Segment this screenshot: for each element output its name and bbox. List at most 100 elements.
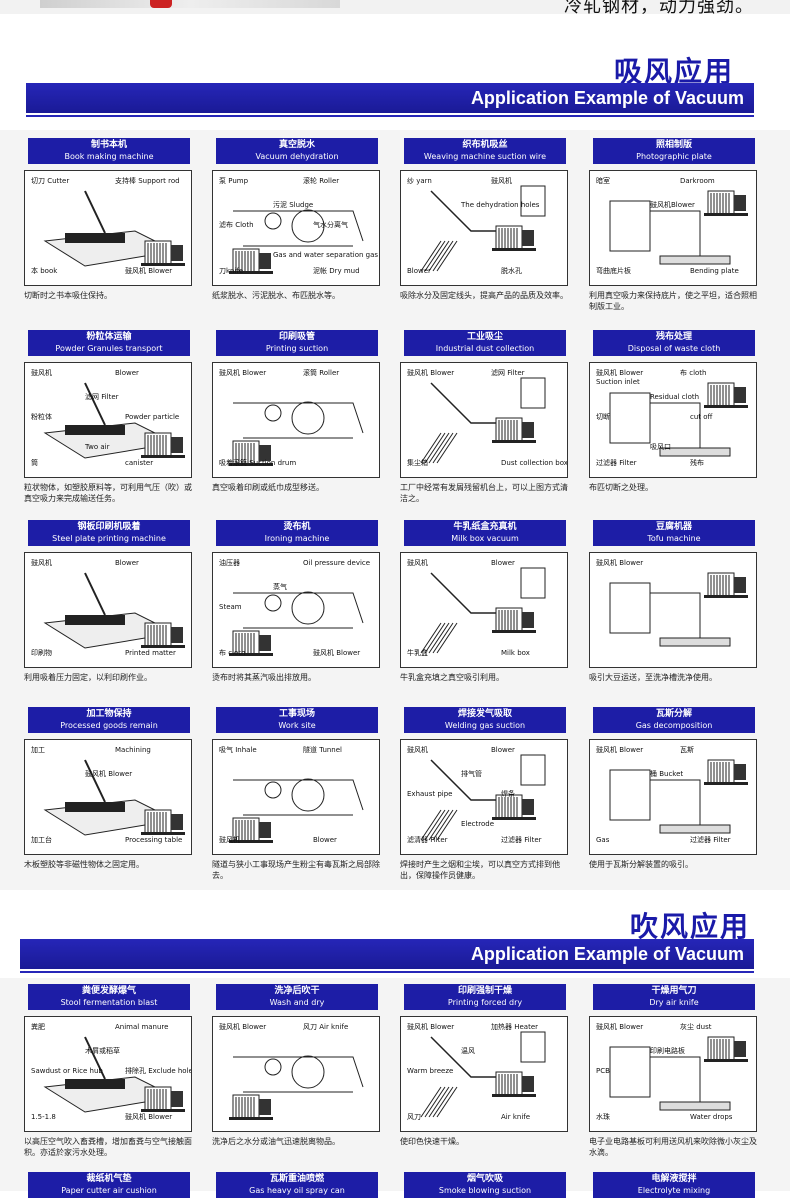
diagram-label: Steam [219,603,242,611]
application-caption: 利用吸着压力固定，以利印刷作业。 [24,673,152,682]
application-title-tag: 织布机吸丝 Weaving machine suction wire [404,138,566,164]
diagram-label: 筒 [31,459,38,467]
diagram-label: 水珠 [596,1113,610,1121]
application-title-cn: 豆腐机器 [655,522,692,532]
diagram-label: 排气管 [461,770,482,778]
application-title-tag: 豆腐机器 Tofu machine [593,520,755,546]
application-title-tag: 加工物保持 Processed goods remain [28,707,190,733]
top-slogan: 冷轧钢材，动力强劲。 [564,0,754,17]
application-title-tag: 工业吸尘 Industrial dust collection [404,330,566,356]
application-title-en: Dry air knife [649,998,699,1007]
application-title-en: Milk box vacuum [451,534,519,543]
application-title-cn: 工业吸尘 [466,332,503,342]
diagram-label: Sawdust or Rice hub [31,1067,103,1075]
diagram-label: 鼓风机 Blower [313,649,361,657]
diagram-label: Bending plate [690,267,739,275]
application-caption: 粒状物体，如塑胶原料等，可利用气压（吹）或真空吸力来完成输送任务。 [24,483,192,503]
diagram-label: 排除孔 Exclude hole [125,1067,192,1075]
application-title-cn: 残布处理 [655,332,692,342]
diagram-label: 过滤器 Filter [501,836,542,844]
application-title-tag: 制书本机 Book making machine [28,138,190,164]
diagram-label: 鼓风机 Blower [219,1023,267,1031]
diagram-label: 泥帐 Dry mud [313,267,360,275]
application-caption: 使印色快速干燥。 [400,1137,464,1146]
application-title-cn: 印刷强制干燥 [457,986,512,996]
application-title-cn: 制书本机 [90,140,127,150]
diagram-label: 刀knife [219,267,244,275]
application-title-tag: 印刷吸管 Printing suction [216,330,378,356]
application-title-cn: 瓦斯重油喷燃 [269,1174,324,1184]
diagram-label: 1.5-1.8 [31,1113,56,1121]
diagram-label: Blower [313,836,337,844]
diagram-label: 鼓风机 Blower [596,746,644,754]
application-title-cn: 工事现场 [278,709,315,719]
application-title-en: Welding gas suction [444,721,526,730]
application-title-en: Processed goods remain [60,721,158,730]
diagram-label: 瓦斯 [680,746,694,754]
diagram-label: 布 cloth [680,369,707,377]
diagram-label: Dust collection box [501,459,568,467]
diagram-label: Gas [596,836,610,844]
diagram-label: 蒸气 [273,583,287,591]
application-title-en: Gas decomposition [635,721,713,730]
application-caption: 使用于瓦斯分解装置的吸引。 [589,860,693,869]
diagram-label: 过滤器 Filter [690,836,731,844]
application-caption: 洗净后之水分或油气迅速脱离物品。 [212,1137,340,1146]
application-caption: 吸除水分及固定线头，提高产品的品质及效率。 [400,291,568,300]
diagram-label: 印刷电路板 [650,1047,685,1055]
diagram-label: Animal manure [115,1023,169,1031]
diagram-label: Air knife [501,1113,531,1121]
diagram-label: 鼓风机 [31,369,52,377]
application-title-tag: 干燥用气刀 Dry air knife [593,984,755,1010]
diagram-label: 本 book [31,267,58,275]
diagram-label: 粉粒体 [31,413,52,421]
diagram-label: Electrode [461,820,495,828]
diagram-label: 鼓风机 Blower [85,770,133,778]
application-title-tag: 电解液搅拌 Electrolyte mixing [593,1172,755,1198]
application-caption: 纸浆脱水、污泥脱水、布匹脱水等。 [212,291,340,300]
diagram-label: Blower [115,369,139,377]
product-red-detail [150,0,172,8]
diagram-label: 弯曲底片板 [596,267,631,275]
application-title-en: Vacuum dehydration [255,152,339,161]
application-title-en: Book making machine [64,152,154,161]
diagram-label: Printed matter [125,649,176,657]
suction-section-banner: Application Example of Vacuum [26,83,754,117]
application-caption: 木板塑胶等非磁性物体之固定用。 [24,860,144,869]
diagram-label: 灰尘 dust [680,1023,712,1031]
application-title-tag: 洗净后吹干 Wash and dry [216,984,378,1010]
diagram-label: 鼓风机 Blower [596,559,644,567]
diagram-label: 布 cloth [219,649,246,657]
application-title-cn: 钢板印刷机吸着 [77,522,141,532]
application-title-tag: 烫布机 Ironing machine [216,520,378,546]
diagram-label: Blower [491,559,515,567]
application-title-en: Wash and dry [269,998,325,1007]
application-title-tag: 粪便发酵爆气 Stool fermentation blast [28,984,190,1010]
application-title-tag: 裁纸机气垫 Paper cutter air cushion [28,1172,190,1198]
application-title-cn: 瓦斯分解 [655,709,692,719]
diagram-label: 鼓风机 [407,746,428,754]
application-caption: 以高压空气吹入畜粪槽，增加畜粪与空气接触面积。亦适於家污水处理。 [24,1137,192,1157]
application-title-en: Industrial dust collection [435,344,535,353]
diagram-label: Machining [115,746,151,754]
diagram-label: 滚筒 Roller [303,369,340,377]
application-caption: 牛乳盒充填之真空吸引利用。 [400,673,504,682]
application-title-en: Disposal of waste cloth [627,344,721,353]
diagram-label: Residual cloth [650,393,700,401]
suction-section-title: 吸风应用 [614,55,735,88]
diagram-label: 鼓风机 Blower [596,1023,644,1031]
application-title-tag: 瓦斯重油喷燃 Gas heavy oil spray can [216,1172,378,1198]
diagram-label: 支持棒 Support rod [115,177,180,185]
diagram-label: Warm breeze [407,1067,454,1075]
diagram-label: 气水分离气 [313,221,348,229]
application-title-tag: 残布处理 Disposal of waste cloth [593,330,755,356]
